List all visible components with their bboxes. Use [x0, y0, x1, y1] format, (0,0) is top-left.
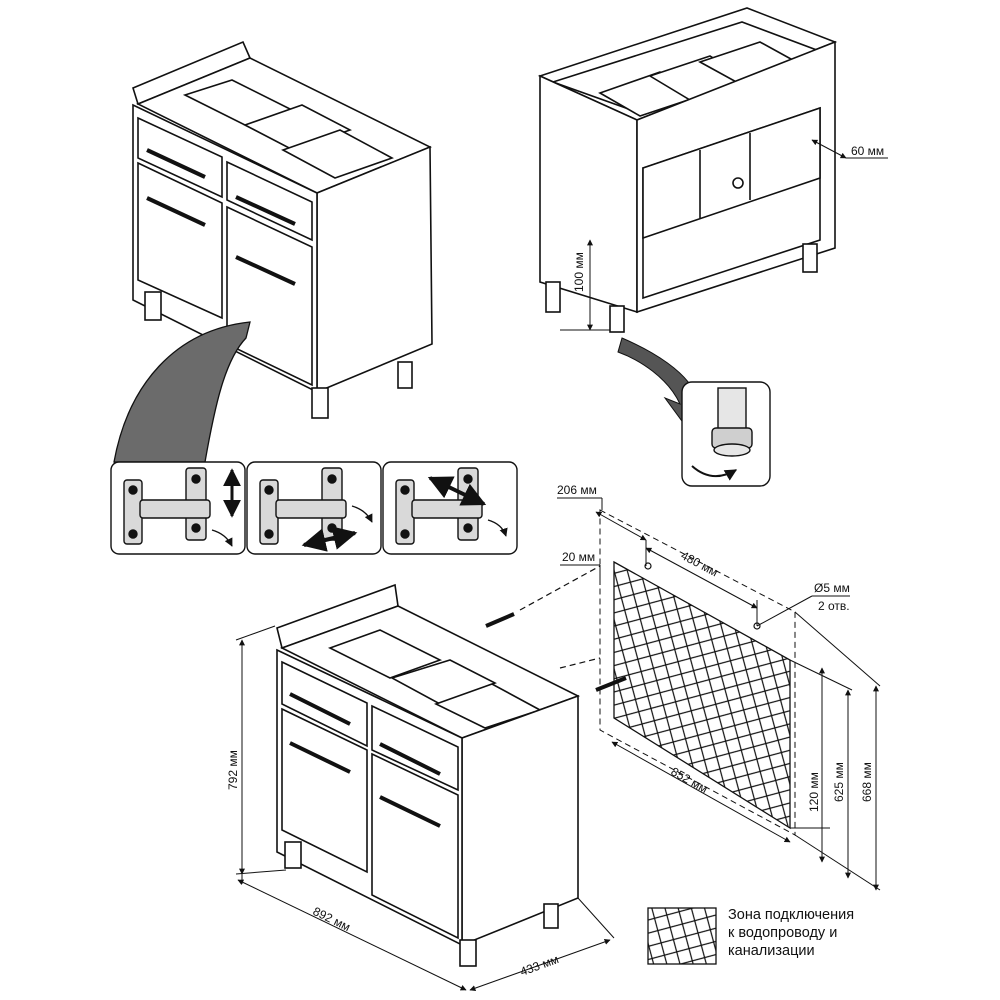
legend-line-1: Зона подключения — [728, 907, 855, 923]
dowel-screws — [485, 565, 627, 692]
dim-cabinet-width: 892 мм — [311, 904, 353, 934]
legend-swatch — [647, 907, 717, 965]
callout-arrow — [113, 321, 251, 463]
dim-hole-diameter: Ø5 мм — [814, 581, 850, 595]
dim-offset-from-edge: 206 мм — [557, 483, 597, 497]
dim-cabinet-height: 792 мм — [226, 750, 240, 790]
dim-hole-offset: 20 мм — [562, 550, 595, 564]
cabinet-front-view — [132, 40, 433, 419]
leg-detail-panel — [681, 381, 771, 487]
dim-zone-bottom: 120 мм — [807, 772, 821, 812]
legend-line-2: к водопроводу и — [728, 925, 838, 941]
legend-line-3: канализации — [728, 943, 815, 959]
hinge-panels — [110, 461, 518, 555]
dim-hole-spacing: 480 мм — [679, 548, 721, 579]
dim-side-gap: 60 мм — [851, 144, 884, 158]
cabinet-back-view — [537, 7, 838, 333]
dim-zone-top: 625 мм — [832, 762, 846, 802]
legend: Зона подключения к водопроводу и канализ… — [728, 906, 918, 960]
dim-cabinet-depth: 433 мм — [518, 952, 560, 979]
dim-hole-count: 2 отв. — [818, 599, 850, 613]
dim-leg-height: 100 мм — [572, 252, 586, 292]
dim-back-height: 668 мм — [860, 762, 874, 802]
cabinet-main-view — [276, 583, 581, 967]
